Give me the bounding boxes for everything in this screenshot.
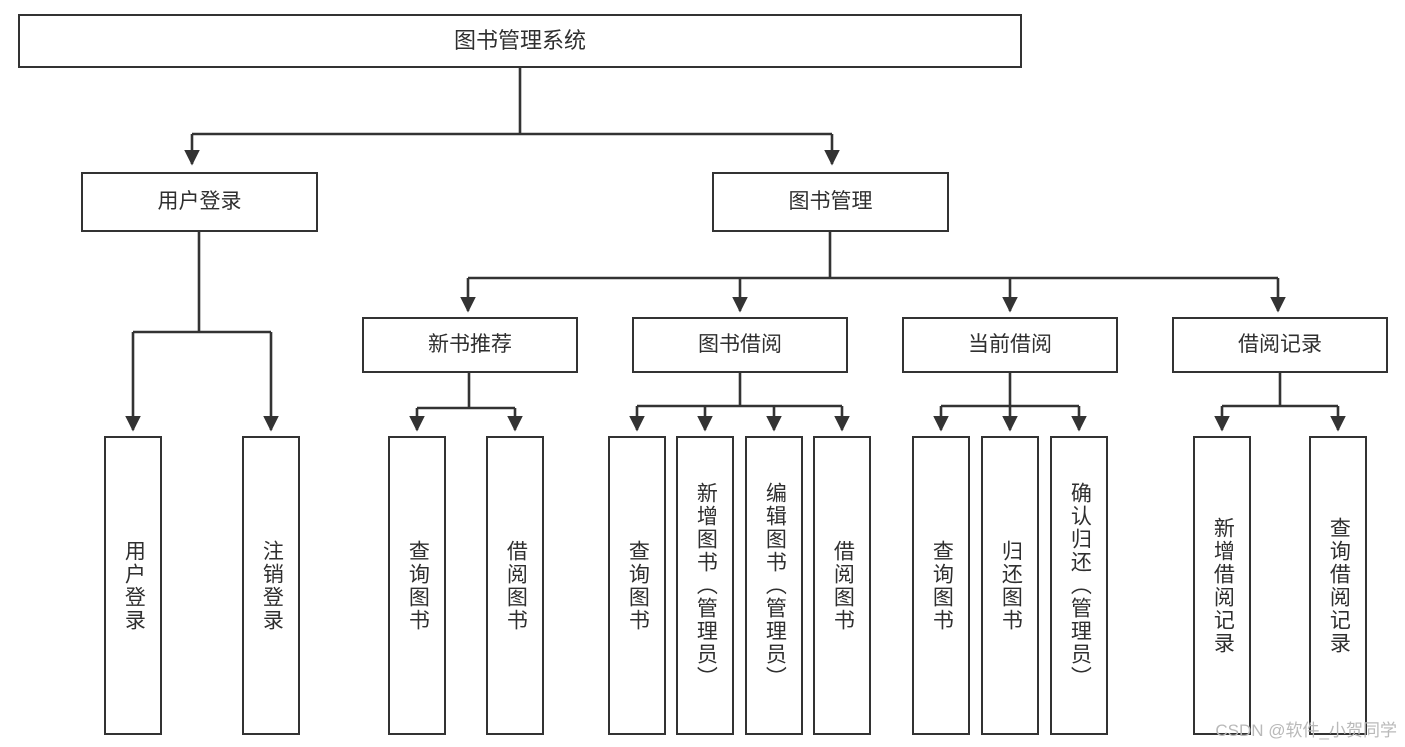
leaf-current-borrow-confirm-return[interactable]: 确认归还（管理员） (1050, 436, 1108, 735)
node-label: 图书借阅 (698, 332, 782, 356)
leaf-new-book-query-book[interactable]: 查询图书 (388, 436, 446, 735)
node-label: 用户登录 (157, 189, 242, 213)
node-label: 当前借阅 (968, 332, 1052, 356)
node-label: 用户登录 (122, 539, 146, 632)
node-new-book-recommend[interactable]: 新书推荐 (362, 317, 578, 373)
node-label: 查询图书 (930, 539, 954, 632)
node-label: 新增借阅记录 (1211, 516, 1235, 655)
node-label: 借阅图书 (504, 539, 528, 632)
node-label: 新书推荐 (428, 332, 512, 356)
leaf-current-borrow-return-book[interactable]: 归还图书 (981, 436, 1039, 735)
leaf-borrow-record-add-record[interactable]: 新增借阅记录 (1193, 436, 1251, 735)
node-label: 新增图书（管理员） (694, 482, 718, 689)
node-user-login[interactable]: 用户登录 (81, 172, 318, 232)
node-label: 注销登录 (260, 539, 284, 632)
node-label: 图书管理系统 (453, 28, 586, 54)
leaf-book-borrow-add-book[interactable]: 新增图书（管理员） (676, 436, 734, 735)
node-label: 借阅图书 (831, 539, 855, 632)
node-label: 归还图书 (999, 539, 1023, 632)
watermark: CSDN @软件_小贺同学 (1215, 721, 1397, 740)
leaf-current-borrow-query-book[interactable]: 查询图书 (912, 436, 970, 735)
leaf-book-borrow-edit-book[interactable]: 编辑图书（管理员） (745, 436, 803, 735)
node-label: 确认归还（管理员） (1068, 482, 1092, 689)
node-label: 借阅记录 (1238, 332, 1322, 356)
node-book-management[interactable]: 图书管理 (712, 172, 949, 232)
leaf-user-login-logout[interactable]: 注销登录 (242, 436, 300, 735)
leaf-borrow-record-query-record[interactable]: 查询借阅记录 (1309, 436, 1367, 735)
node-current-borrow[interactable]: 当前借阅 (902, 317, 1118, 373)
leaf-new-book-borrow-book[interactable]: 借阅图书 (486, 436, 544, 735)
node-label: 图书管理 (788, 189, 873, 213)
node-book-borrow[interactable]: 图书借阅 (632, 317, 848, 373)
node-root-book-management-system[interactable]: 图书管理系统 (18, 14, 1022, 68)
node-borrow-record[interactable]: 借阅记录 (1172, 317, 1388, 373)
node-label: 查询图书 (626, 539, 650, 632)
leaf-book-borrow-borrow-book[interactable]: 借阅图书 (813, 436, 871, 735)
node-label: 查询图书 (406, 539, 430, 632)
leaf-book-borrow-query-book[interactable]: 查询图书 (608, 436, 666, 735)
node-label: 查询借阅记录 (1327, 516, 1351, 655)
leaf-user-login-login[interactable]: 用户登录 (104, 436, 162, 735)
node-label: 编辑图书（管理员） (763, 482, 787, 689)
